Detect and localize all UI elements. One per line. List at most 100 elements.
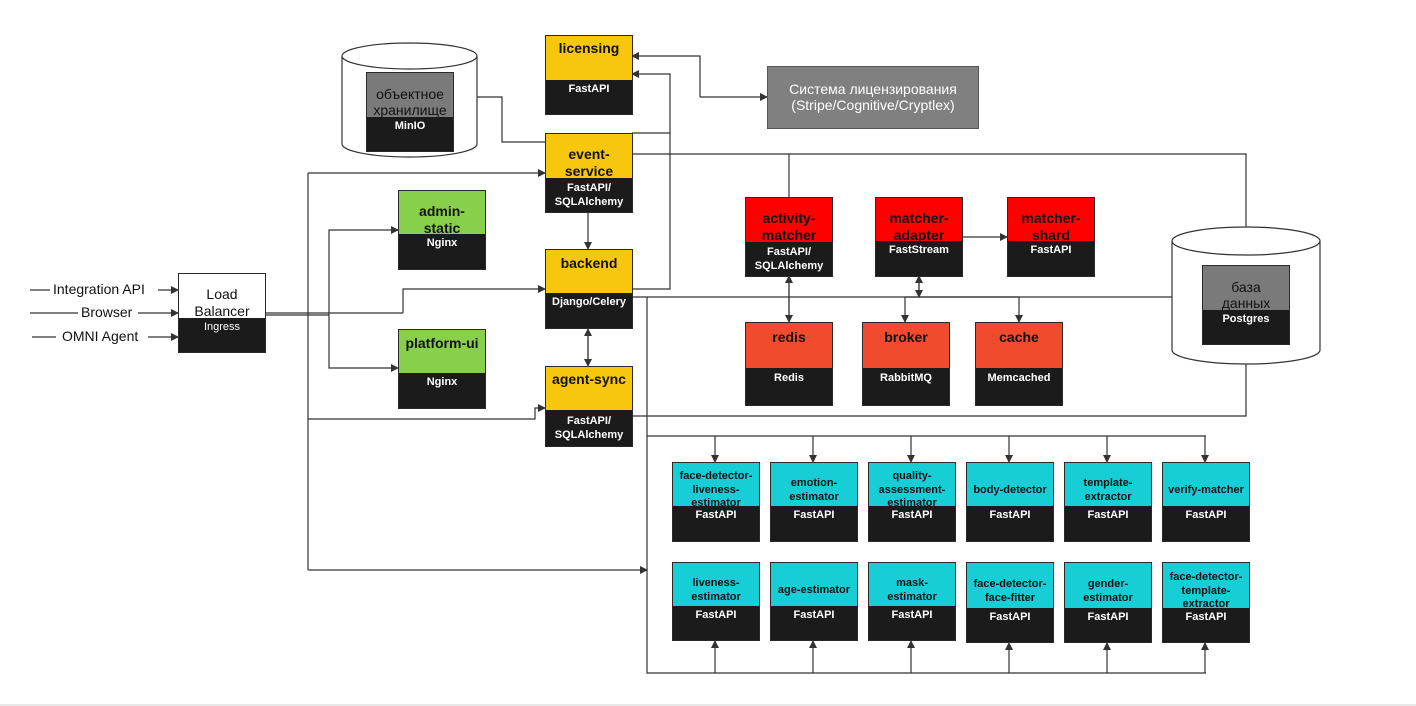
- matcher-adapter-node: matcher- adapter FastStream: [875, 197, 963, 277]
- licensing-node: licensing FastAPI: [545, 35, 633, 115]
- estimator-tech: FastAPI: [673, 506, 759, 541]
- estimator-title-line: gender-: [1087, 577, 1129, 590]
- database-node: база данных Postgres: [1202, 265, 1290, 345]
- activity-matcher-tech-1: FastAPI/: [766, 245, 811, 258]
- cache-tech: Memcached: [987, 372, 1051, 384]
- estimator-title-line: estimator: [887, 590, 937, 603]
- estimator-tech: FastAPI: [1065, 608, 1151, 642]
- database-title-2: данных: [1221, 295, 1271, 311]
- broker-tech: RabbitMQ: [880, 372, 932, 384]
- agent-sync-tech-1: FastAPI/: [566, 415, 611, 428]
- estimator-title-line: template-: [1083, 476, 1133, 489]
- estimator-tech-label: FastAPI: [891, 509, 933, 521]
- estimator-title-line: face-fitter: [984, 591, 1036, 604]
- estimator-title-line: liveness-: [692, 483, 740, 496]
- backend-node: backend Django/Celery: [545, 249, 633, 329]
- matcher-shard-tech: FastAPI: [1030, 244, 1072, 256]
- platform-ui-tech: Nginx: [426, 376, 458, 388]
- load-balancer-tech: Ingress: [203, 321, 241, 333]
- estimator-title: liveness-estimator: [673, 563, 759, 614]
- estimator-tech: FastAPI: [869, 606, 955, 640]
- estimator-tech-label: FastAPI: [1185, 509, 1227, 521]
- estimator-title-line: estimator: [691, 590, 741, 603]
- estimator-title-line: template-: [1181, 584, 1231, 597]
- activity-matcher-title-2: matcher: [761, 226, 817, 243]
- browser-label: Browser: [81, 304, 133, 320]
- estimator-tech: FastAPI: [1163, 608, 1249, 642]
- estimator-title: face-detector-face-fitter: [967, 563, 1053, 616]
- licensing-tech: FastAPI: [568, 83, 610, 95]
- estimator-title-line: liveness-: [692, 576, 740, 589]
- estimator-title-line: extractor: [1084, 490, 1132, 503]
- object-storage-title-2: хранилище: [373, 102, 447, 118]
- estimator-title-line: extractor: [1182, 598, 1230, 611]
- estimator-title: verify-matcher: [1163, 463, 1249, 514]
- estimator-tech-label: FastAPI: [1087, 509, 1129, 521]
- redis-title: redis: [772, 329, 806, 345]
- activity-matcher-title-1: activity-: [762, 209, 816, 226]
- estimator-tech: FastAPI: [1163, 506, 1249, 541]
- estimator-title-line: mask-: [896, 576, 928, 589]
- cache-node: cache Memcached: [975, 322, 1063, 406]
- admin-static-node: admin- static Nginx: [398, 190, 486, 270]
- matcher-shard-node: matcher- shard FastAPI: [1007, 197, 1095, 277]
- backend-tech: Django/Celery: [552, 296, 626, 308]
- admin-static-tech: Nginx: [426, 237, 458, 249]
- backend-title: backend: [560, 255, 618, 271]
- matcher-adapter-title-1: matcher-: [889, 209, 949, 226]
- agent-sync-title: agent-sync: [552, 371, 626, 387]
- platform-ui-node: platform-ui Nginx: [398, 329, 486, 409]
- matcher-shard-title-2: shard: [1031, 226, 1071, 243]
- estimator-title: gender-estimator: [1065, 563, 1151, 616]
- event-service-title-2: service: [564, 162, 614, 179]
- admin-static-title-2: static: [423, 219, 461, 236]
- matcher-adapter-tech: FastStream: [889, 244, 949, 256]
- estimator-tech-label: FastAPI: [989, 509, 1031, 521]
- redis-node: redis Redis: [745, 322, 833, 406]
- load-balancer-title-2: Balancer: [194, 302, 250, 319]
- redis-tech: Redis: [774, 372, 804, 384]
- estimator-tech: FastAPI: [967, 506, 1053, 541]
- estimator-title-line: estimator: [1083, 591, 1133, 604]
- event-service-tech-2: SQLAlchemy: [554, 195, 624, 208]
- agent-sync-tech-2: SQLAlchemy: [554, 429, 624, 441]
- estimator-title-line: face-detector-: [973, 577, 1047, 590]
- licensing-system-node: Система лицензирования (Stripe/Cognitive…: [767, 66, 979, 129]
- estimator-title-line: verify-matcher: [1168, 483, 1244, 496]
- estimator-tech: FastAPI: [673, 606, 759, 640]
- estimator-tech: FastAPI: [771, 606, 857, 640]
- object-storage-title-1: объектное: [376, 85, 444, 102]
- licensing-system-line-2: (Stripe/Cognitive/Cryptlex): [791, 96, 955, 113]
- event-service-title-1: event-: [568, 145, 610, 162]
- activity-matcher-tech-2: SQLAlchemy: [754, 259, 824, 272]
- broker-node: broker RabbitMQ: [862, 322, 950, 406]
- estimator-title-line: body-detector: [973, 483, 1047, 496]
- estimator-tech: FastAPI: [1065, 506, 1151, 541]
- licensing-system-line-1: Система лицензирования: [789, 81, 957, 98]
- estimator-tech-label: FastAPI: [1185, 611, 1227, 623]
- estimator-tech: FastAPI: [967, 608, 1053, 642]
- load-balancer-node: Load Balancer Ingress: [178, 273, 266, 353]
- estimator-title-line: face-detector-: [679, 469, 753, 482]
- estimator-title-line: estimator: [789, 490, 839, 503]
- estimator-tech-label: FastAPI: [891, 609, 933, 621]
- estimator-tech-label: FastAPI: [793, 509, 835, 521]
- database-title-1: база: [1231, 278, 1261, 295]
- licensing-title: licensing: [558, 40, 620, 56]
- estimator-tech-label: FastAPI: [793, 609, 835, 621]
- activity-matcher-node: activity- matcher FastAPI/ SQLAlchemy: [745, 197, 833, 277]
- estimator-tech-label: FastAPI: [989, 611, 1031, 623]
- matcher-shard-title-1: matcher-: [1021, 209, 1081, 226]
- bottom-divider: [0, 704, 1416, 706]
- event-service-tech-1: FastAPI/: [566, 181, 611, 194]
- estimator-title-line: age-estimator: [777, 583, 851, 596]
